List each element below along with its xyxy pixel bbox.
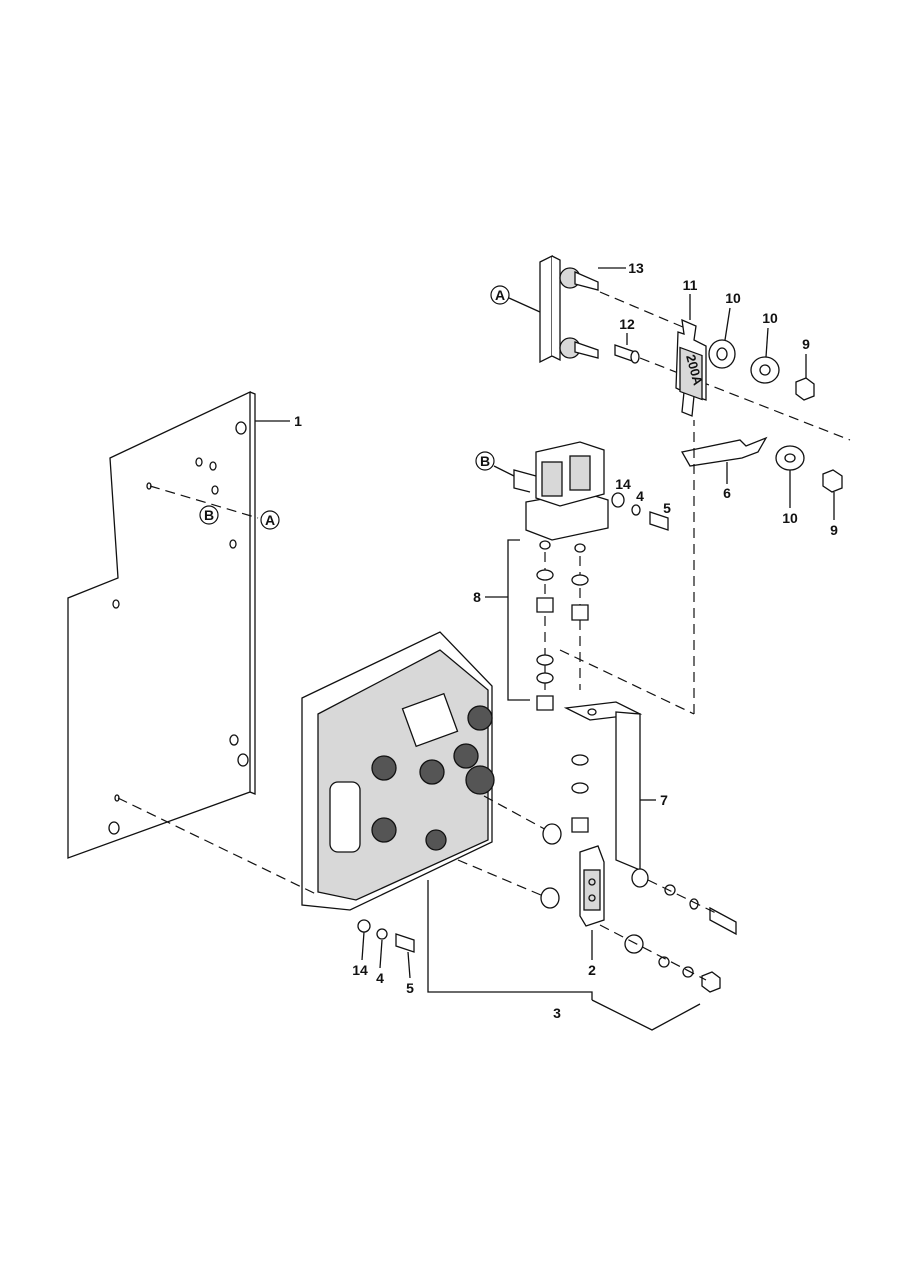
- callout-8: 8: [473, 589, 481, 605]
- contactor-hardware: [536, 569, 589, 711]
- callout-14a: 14: [615, 476, 631, 492]
- callout-11: 11: [683, 277, 698, 293]
- mounting-panel: [67, 390, 256, 859]
- fuse-200a: 200A: [675, 318, 707, 417]
- motor-controller: [301, 631, 495, 911]
- callout-10c: 10: [782, 510, 798, 526]
- cable-lug: [680, 436, 768, 467]
- ref-b-panel: B: [204, 507, 214, 523]
- ref-dashed-line: [149, 485, 259, 519]
- washer: [775, 445, 805, 471]
- callout-2: 2: [588, 962, 596, 978]
- ref-circle-a: [260, 510, 280, 530]
- callout-9b: 9: [830, 522, 838, 538]
- ref-b-contactor: B: [480, 453, 490, 469]
- callout-6: 6: [723, 485, 731, 501]
- callout-7: 7: [660, 792, 668, 808]
- callout-14b: 14: [352, 962, 368, 978]
- fuse-holder: [539, 254, 599, 364]
- ref-a-panel: A: [265, 512, 275, 528]
- terminal-block: [579, 845, 605, 927]
- washer: [750, 356, 780, 384]
- callout-3: 3: [553, 1005, 561, 1021]
- callout-4b: 4: [376, 970, 384, 986]
- bracket: [563, 701, 643, 871]
- callout-5b: 5: [406, 980, 414, 996]
- callout-12: 12: [619, 316, 635, 332]
- nut: [822, 469, 843, 493]
- callout-10a: 10: [725, 290, 741, 306]
- ref-a-fuse: A: [495, 287, 505, 303]
- callout-9a: 9: [802, 336, 810, 352]
- contactor: [513, 441, 609, 553]
- callout-5a: 5: [663, 500, 671, 516]
- washer: [708, 339, 736, 369]
- leader-3: [427, 880, 701, 1031]
- leader-8: [507, 539, 530, 701]
- callout-1: 1: [294, 413, 302, 429]
- callout-13: 13: [628, 260, 644, 276]
- fuse-screw: [614, 344, 640, 364]
- callout-4a: 4: [636, 488, 644, 504]
- callout-10b: 10: [762, 310, 778, 326]
- nut: [795, 377, 815, 401]
- ref-circle-b: [199, 505, 219, 525]
